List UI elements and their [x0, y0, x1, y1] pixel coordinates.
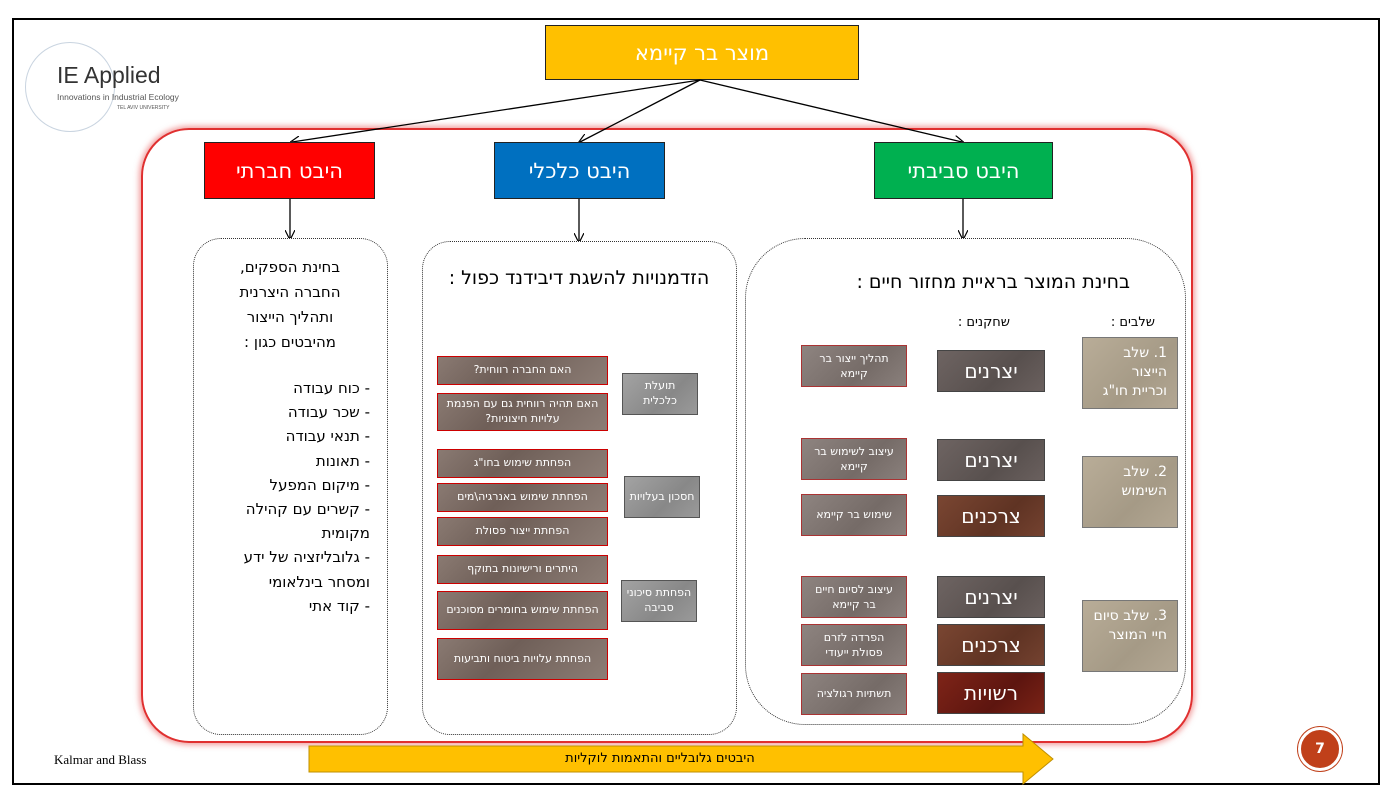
logo-circle — [25, 42, 115, 132]
slide-frame — [12, 18, 1380, 785]
stage-2-desc-use: שימוש בר קיימא — [801, 494, 907, 536]
stage-2-desc-design: עיצוב לשימוש בר קיימא — [801, 438, 907, 480]
sustainable-product-label: מוצר בר קיימא — [634, 40, 770, 65]
economic-aspect-label: היבט כלכלי — [528, 158, 631, 183]
global-local-arrow — [308, 733, 1054, 785]
social-box — [193, 238, 388, 735]
econ-group-economic-benefit: תועלת כלכלית — [622, 373, 698, 415]
social-intro-line: ותהליך הייצור — [246, 308, 334, 326]
actors-column-label: שחקנים : — [957, 315, 1010, 330]
stage-3-desc-design-eol: עיצוב לסיום חיים בר קיימא — [801, 576, 907, 618]
economic-aspect-header: היבט כלכלי — [494, 142, 665, 199]
stage-3-box: 3. שלב סיום חיי המוצר — [1082, 600, 1178, 672]
social-aspect-label: היבט חברתי — [235, 158, 344, 183]
arrow-top-to-environmental — [699, 79, 962, 142]
global-local-arrow-label: היבטים גלובליים והתאמות לוקליות — [565, 751, 755, 766]
stage-3-desc-infrastructure: תשתיות רגולציה — [801, 673, 907, 715]
econ-item-externalities: האם תהיה רווחית גם עם הפנמת עלויות חיצונ… — [437, 393, 608, 431]
logo-subtitle: Innovations in Industrial Ecology — [57, 92, 179, 102]
environmental-title: בחינת המוצר בראיית מחזור חיים : — [856, 271, 1130, 293]
stage-3-desc-separation: הפרדה לזרם פסולת ייעודי — [801, 624, 907, 666]
econ-item-waste: הפחתת ייצור פסולת — [437, 517, 608, 546]
social-list-item: - תנאי עבודה — [285, 427, 370, 446]
page-number: 7 — [1315, 741, 1325, 757]
stage-3-actor-consumers: צרכנים — [937, 624, 1045, 666]
econ-item-energy-water: הפחתת שימוש באנרגיה\מים — [437, 483, 608, 512]
stage-1-box: 1. שלב הייצור וכריית חו"ג — [1082, 337, 1178, 409]
stages-column-label: שלבים : — [1110, 315, 1155, 330]
social-list-item: - תאונות — [315, 451, 370, 470]
econ-item-profitable: האם החברה רווחית? — [437, 356, 608, 385]
citation: Kalmar and Blass — [54, 752, 147, 767]
logo-university: TEL AVIV UNIVERSITY — [117, 105, 170, 111]
social-intro: בחינת הספקים, החברה היצרנית ותהליך הייצו… — [200, 255, 380, 355]
econ-group-cost-saving: חסכון בעלויות — [624, 476, 700, 518]
stage-3-actor-authorities: רשויות — [937, 672, 1045, 714]
logo: IE Applied Innovations in Industrial Eco… — [25, 42, 215, 137]
social-list-item: - שכר עבודה — [287, 403, 370, 422]
page-number-badge: 7 — [1298, 727, 1342, 771]
social-list-item: - מיקום המפעל — [269, 475, 370, 494]
social-list-item: מקומית — [321, 524, 370, 543]
social-intro-line: מהיבטים כגון : — [244, 333, 336, 351]
social-list: - כוח עבודה - שכר עבודה - תנאי עבודה - ת… — [200, 376, 370, 618]
logo-title: IE Applied — [57, 62, 161, 88]
econ-group-env-risk: הפחתת סיכוני סביבה — [621, 580, 697, 622]
arrow-top-to-economic — [580, 79, 701, 142]
social-list-item: - קוד אתי — [308, 596, 370, 615]
sustainable-product-box: מוצר בר קיימא — [545, 25, 859, 80]
stage-2-actor-producers: יצרנים — [937, 439, 1045, 481]
stage-2-actor-consumers: צרכנים — [937, 495, 1045, 537]
aspects-container — [141, 128, 1193, 743]
economic-title: הזדמנויות להשגת דיבידנד כפול : — [448, 267, 710, 289]
environmental-aspect-header: היבט סביבתי — [874, 142, 1053, 199]
social-list-item: - גלובליזציה של ידע — [243, 548, 370, 567]
stage-1-desc: תהליך ייצור בר קיימא — [801, 345, 907, 387]
arrow-top-to-social — [292, 79, 701, 142]
econ-item-insurance: הפחתת עלויות ביטוח ותביעות — [437, 638, 608, 680]
social-intro-line: בחינת הספקים, — [239, 258, 341, 276]
stage-1-actor-producers: יצרנים — [937, 350, 1045, 392]
econ-item-permits: היתרים ורישיונות בתוקף — [437, 555, 608, 584]
econ-item-hazardous: הפחתת שימוש בחומרים מסוכנים — [437, 591, 608, 630]
social-list-item: ומסחר בינלאומי — [268, 572, 370, 591]
social-aspect-header: היבט חברתי — [204, 142, 375, 199]
stage-2-box: 2. שלב השימוש — [1082, 456, 1178, 528]
social-intro-line: החברה היצרנית — [239, 283, 341, 301]
social-list-item: - כוח עבודה — [293, 379, 370, 397]
stage-3-actor-producers: יצרנים — [937, 576, 1045, 618]
environmental-aspect-label: היבט סביבתי — [907, 158, 1020, 183]
econ-item-raw-materials: הפחתת שימוש בחו"ג — [437, 449, 608, 478]
social-list-item: - קשרים עם קהילה — [245, 500, 370, 519]
